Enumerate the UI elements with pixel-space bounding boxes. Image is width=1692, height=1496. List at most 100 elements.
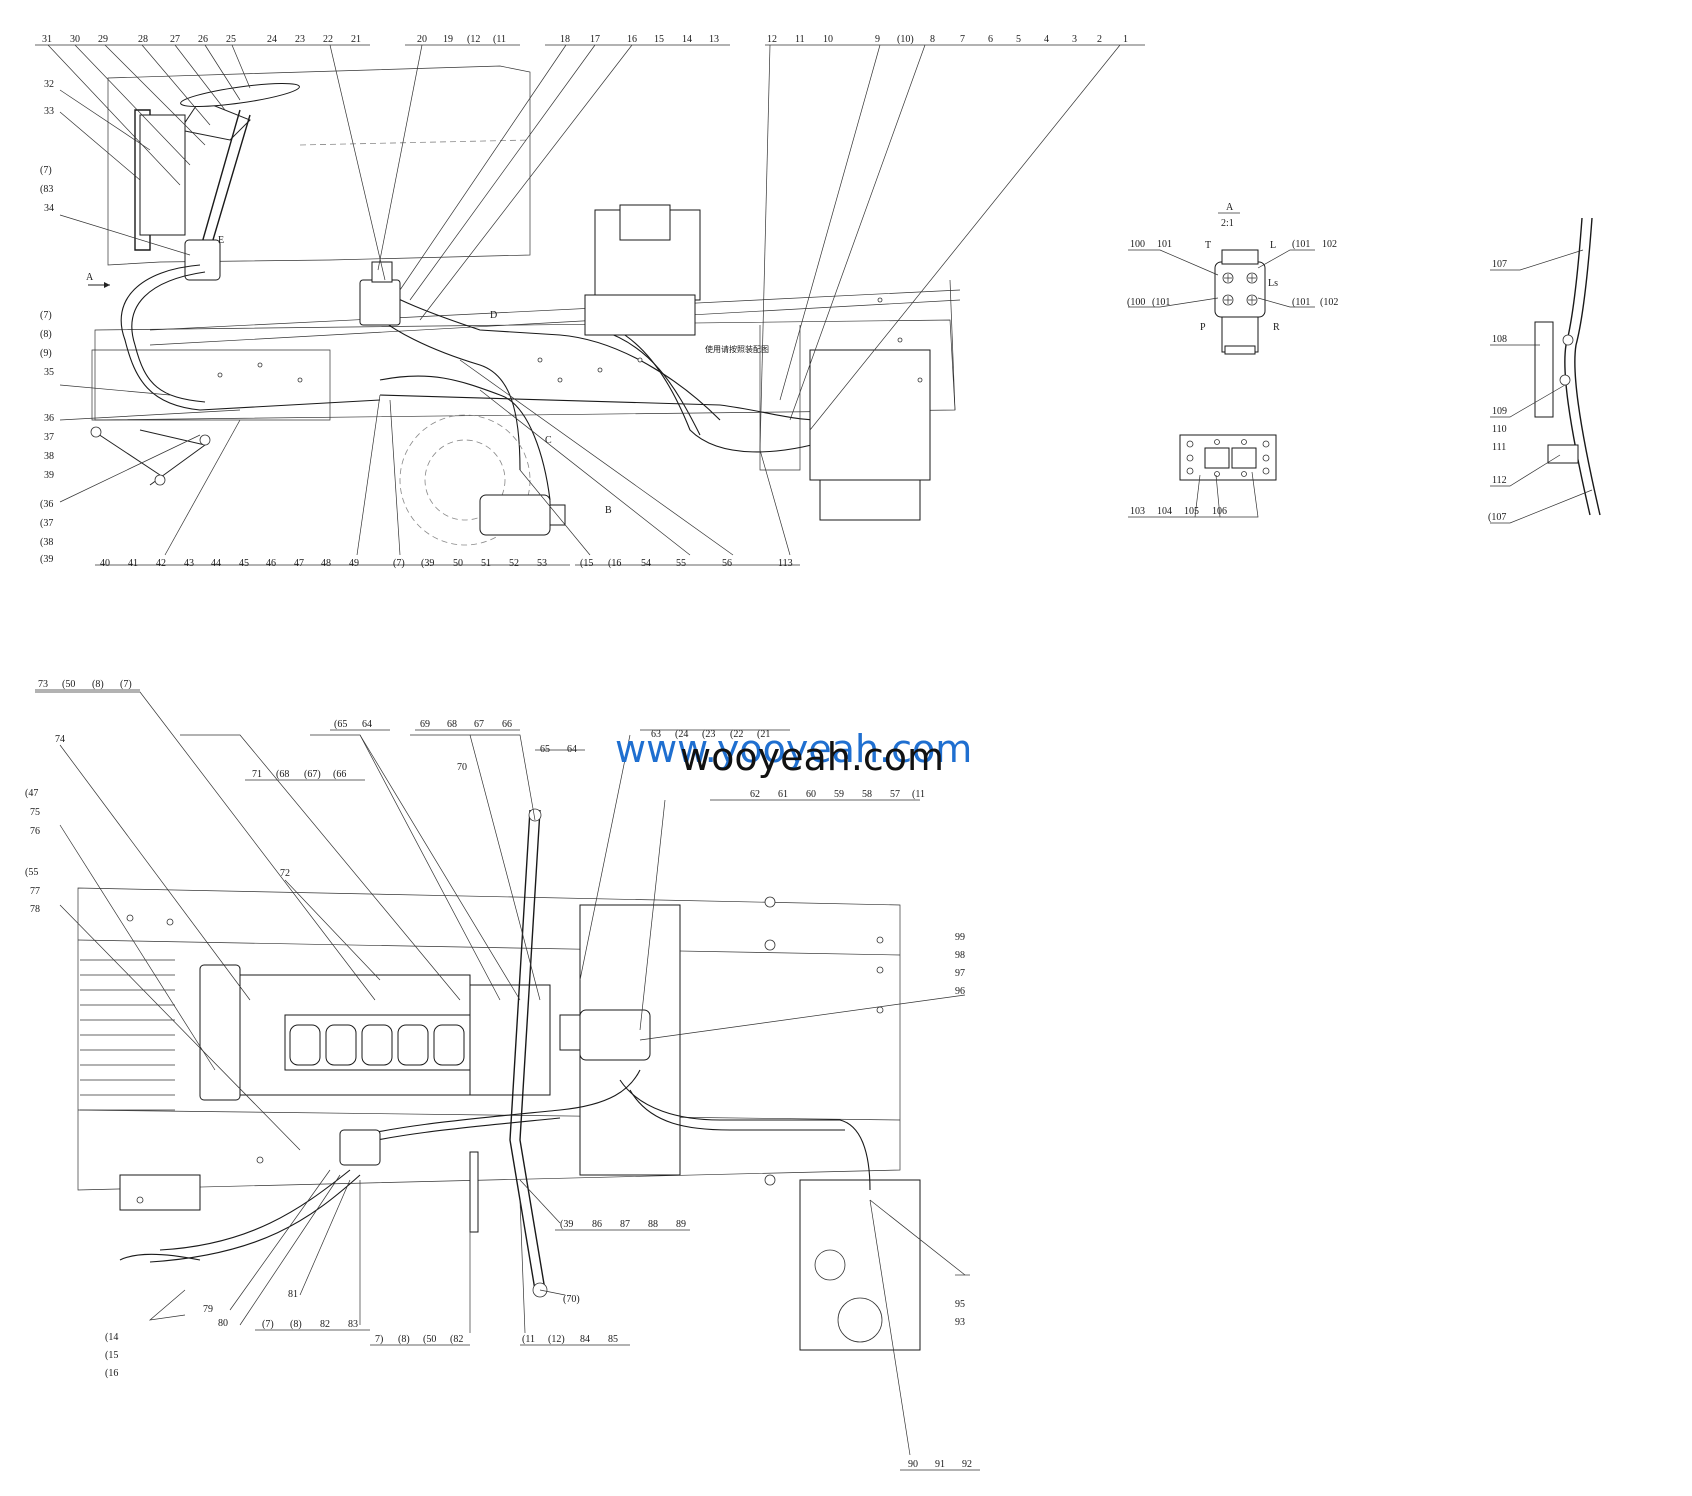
label-8-ref-d: (8) [398,1334,410,1345]
label-18: 18 [560,34,570,45]
label-39-ref: (39 [40,554,53,565]
bottom-view-labels-right: 99 98 97 96 95 93 [955,932,965,1328]
bottom-view-labels-bottom: (14 (15 (16 79 80 81 (7) (8) 82 83 7) (8… [105,1219,972,1470]
label-54: 54 [641,558,651,569]
label-10-ref: (10) [897,34,914,45]
label-97: 97 [955,968,965,979]
label-11-ref-c: (11 [522,1334,535,1345]
label-50: 50 [453,558,463,569]
label-107-ref: (107 [1488,512,1506,523]
label-56: 56 [722,558,732,569]
label-44: 44 [211,558,221,569]
label-46: 46 [266,558,276,569]
label-71: 71 [252,769,262,780]
label-59: 59 [834,789,844,800]
letter-e: E [218,235,224,246]
label-110: 110 [1492,424,1507,435]
label-12: 12 [767,34,777,45]
label-37-ref: (37 [40,518,53,529]
label-2: 2 [1097,34,1102,45]
label-28: 28 [138,34,148,45]
label-8-ref-b: (8) [92,679,104,690]
label-64-a: 64 [362,719,372,730]
label-101-ref: (101 [1152,297,1170,308]
label-68: 68 [447,719,457,730]
label-53: 53 [537,558,547,569]
label-55-ref: (55 [25,867,38,878]
label-29: 29 [98,34,108,45]
detail-a-title: A [1226,202,1234,213]
label-85: 85 [608,1334,618,1345]
frame-holes-bottom [126,896,884,1204]
label-35: 35 [44,367,54,378]
port-l: L [1270,240,1276,251]
label-5: 5 [1016,34,1021,45]
label-73: 73 [38,679,48,690]
label-11: 11 [795,34,805,45]
label-102-ref: (102 [1320,297,1338,308]
label-111: 111 [1492,442,1506,453]
label-86: 86 [592,1219,602,1230]
label-15-ref: (15 [580,558,593,569]
label-38: 38 [44,451,54,462]
label-60: 60 [806,789,816,800]
label-81: 81 [288,1289,298,1300]
label-107: 107 [1492,259,1507,270]
label-78: 78 [30,904,40,915]
label-30: 30 [70,34,80,45]
radiator-grille [80,959,175,1111]
port-ls: Ls [1268,278,1278,289]
label-65-ref: (65 [334,719,347,730]
top-view-labels-bottom: 40 41 42 43 44 45 46 47 48 49 (7) (39 50… [100,558,793,569]
label-55: 55 [676,558,686,569]
label-36-ref: (36 [40,499,53,510]
label-109: 109 [1492,406,1507,417]
label-32: 32 [44,79,54,90]
label-26: 26 [198,34,208,45]
label-113: 113 [778,558,793,569]
label-8-ref-c: (8) [290,1319,302,1330]
label-52: 52 [509,558,519,569]
label-105: 105 [1184,506,1199,517]
label-96: 96 [955,986,965,997]
label-50-ref: (50 [62,679,75,690]
detail-a-view: A 2:1 T L Ls P R 100 101 (100 (101 (101 … [1127,202,1338,518]
label-70-ref: (70) [563,1294,580,1305]
label-40: 40 [100,558,110,569]
label-7-ref-d: (7) [120,679,132,690]
label-69: 69 [420,719,430,730]
label-106: 106 [1212,506,1227,517]
label-51: 51 [481,558,491,569]
label-16-ref-b: (16 [105,1368,118,1379]
label-104: 104 [1157,506,1172,517]
watermark-blue: www.yooyeah.com [615,727,972,771]
label-112: 112 [1492,475,1507,486]
label-16-ref: (16 [608,558,621,569]
label-20: 20 [417,34,427,45]
label-84: 84 [580,1334,590,1345]
label-92: 92 [962,1459,972,1470]
label-108: 108 [1492,334,1507,345]
label-21-ref: (21 [757,729,770,740]
label-50-ref-b: (50 [423,1334,436,1345]
label-65: 65 [540,744,550,755]
label-76: 76 [30,826,40,837]
top-view-labels-top: 31 30 29 28 27 26 25 24 23 22 21 20 19 (… [42,34,1128,45]
label-24: 24 [267,34,277,45]
label-7-ref-a: (7) [40,165,52,176]
label-101-ref-b: (101 [1292,239,1310,250]
bottom-view-labels-left: 74 (47 75 76 (55 77 78 72 [25,734,290,915]
label-1: 1 [1123,34,1128,45]
label-82: 82 [320,1319,330,1330]
label-11-ref-b: (11 [912,789,925,800]
label-66-ref: (66 [333,769,346,780]
label-9-ref: (9) [40,348,52,359]
label-47: 47 [294,558,304,569]
label-48: 48 [321,558,331,569]
label-79: 79 [203,1304,213,1315]
label-12-ref-b: (12) [548,1334,565,1345]
label-17: 17 [590,34,600,45]
engine-cylinders [289,1024,465,1066]
top-view: E D C B 使用请按照装配图 31 30 29 28 27 26 25 24… [35,34,1145,569]
label-70: 70 [457,762,467,773]
